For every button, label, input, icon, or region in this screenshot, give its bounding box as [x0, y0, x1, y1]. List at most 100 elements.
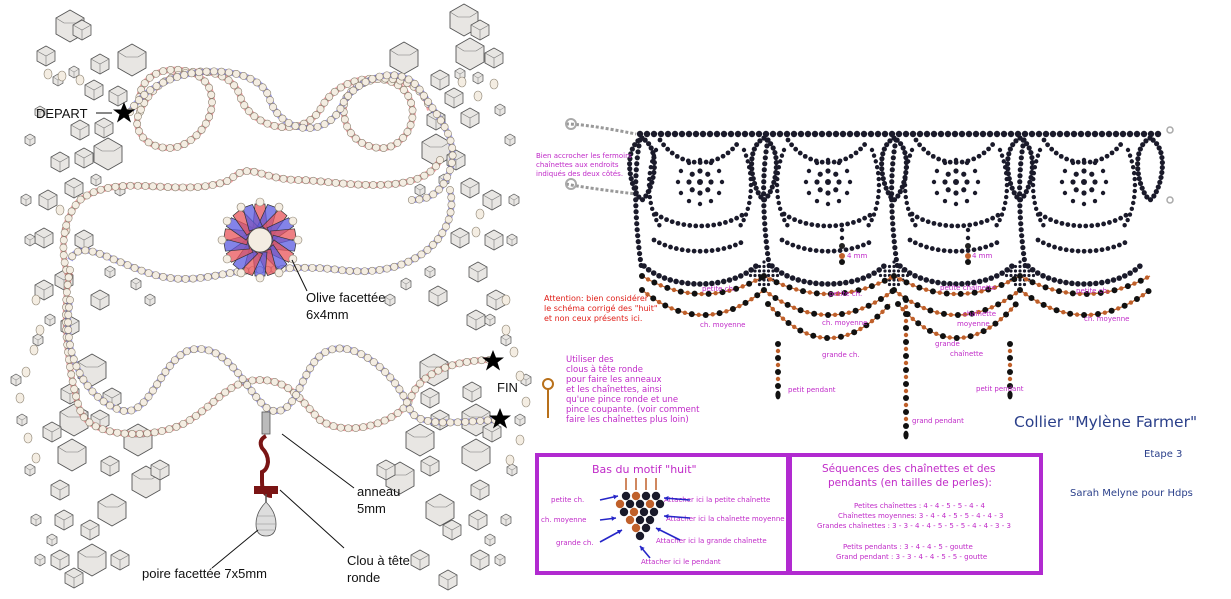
- bead-dot: [715, 247, 721, 253]
- bead-dot: [871, 153, 877, 158]
- thread-bead: [256, 116, 265, 125]
- thread-bead: [145, 73, 154, 82]
- thread-bead: [393, 409, 402, 418]
- bead-dot: [1098, 130, 1106, 138]
- bead-dot: [1017, 173, 1023, 179]
- bead-dot: [858, 146, 863, 152]
- thread-bead: [476, 416, 485, 425]
- bead-dot: [1112, 218, 1118, 223]
- bead-dot: [1070, 130, 1078, 138]
- thread-bead: [309, 176, 318, 185]
- thread-bead: [242, 167, 251, 176]
- bead-dot: [889, 173, 895, 179]
- bead-dot: [1003, 200, 1008, 206]
- bead-dot: [732, 242, 738, 248]
- thread-bead: [72, 392, 80, 401]
- bead-dot: [801, 246, 807, 251]
- thread-bead: [431, 418, 440, 426]
- bead-dot: [1042, 214, 1048, 220]
- thread-bead: [399, 86, 408, 94]
- thread-bead: [159, 67, 168, 76]
- bead-dot: [678, 190, 684, 196]
- bead-dot: [1004, 267, 1010, 273]
- thread-bead: [144, 392, 153, 401]
- bead-dot: [674, 153, 680, 159]
- thread-bead: [406, 121, 415, 129]
- bead-dot: [889, 185, 895, 191]
- bead-dot: [1099, 247, 1105, 253]
- bead-dot: [869, 217, 874, 223]
- thread-bead: [336, 83, 345, 92]
- bead-dot: [917, 275, 924, 281]
- thread-bead: [111, 182, 120, 191]
- bead-dot: [854, 277, 861, 283]
- bead-dot: [678, 168, 684, 174]
- bead-dot: [1017, 167, 1023, 173]
- bead-dot: [664, 217, 669, 223]
- thread-bead: [447, 200, 456, 209]
- thread-bead: [223, 177, 232, 185]
- thread-bead: [198, 407, 206, 416]
- thread-bead: [127, 406, 136, 415]
- bead-dot: [930, 130, 938, 138]
- thread-bead: [339, 179, 348, 188]
- thread-bead: [448, 151, 457, 160]
- bead-dot: [1021, 130, 1029, 138]
- bead-dot: [1109, 150, 1115, 156]
- thread-bead: [413, 174, 422, 183]
- bead-dot: [990, 142, 996, 147]
- thread-bead: [402, 398, 411, 407]
- thread-bead: [355, 81, 364, 90]
- thread-bead: [64, 333, 73, 342]
- bead-dot: [1091, 130, 1099, 138]
- thread-bead: [310, 410, 319, 419]
- bead-dot: [1087, 248, 1093, 254]
- bead-dot: [892, 143, 898, 149]
- thread-bead: [62, 288, 71, 297]
- bead-dot: [999, 153, 1005, 158]
- bead-dot: [1075, 159, 1081, 165]
- bead-dot: [692, 130, 700, 138]
- bead-dot: [837, 248, 843, 253]
- thread-bead: [153, 380, 161, 389]
- bead-dot: [703, 281, 709, 287]
- bead-dot: [797, 219, 803, 225]
- bead-dot: [739, 212, 745, 218]
- bead-dot: [697, 160, 703, 165]
- thread-bead: [192, 411, 200, 420]
- bead-dot: [685, 158, 691, 164]
- thread-bead: [417, 250, 426, 259]
- thread-bead: [440, 123, 449, 131]
- thread-bead: [270, 377, 279, 386]
- bead-dot: [776, 200, 781, 206]
- bead-dot: [942, 179, 948, 185]
- thread-bead: [152, 82, 161, 90]
- bead-dot: [743, 270, 749, 276]
- bead-dot: [891, 239, 897, 245]
- thread-bead: [215, 393, 224, 401]
- bead-dot: [825, 190, 831, 196]
- bead-dot: [876, 267, 882, 273]
- bead-dot: [1020, 250, 1027, 257]
- bead-dot: [844, 190, 850, 196]
- thread-bead: [152, 69, 161, 78]
- bead-dot: [971, 279, 977, 286]
- bead-dot: [815, 223, 821, 228]
- bead-dot: [1018, 227, 1024, 233]
- bead-dot: [1105, 246, 1111, 251]
- thread-bead: [186, 183, 195, 192]
- bead-dot: [965, 158, 971, 164]
- bead-dot: [848, 278, 855, 285]
- thread-bead: [93, 392, 102, 401]
- thread-bead: [407, 392, 416, 400]
- thread-bead: [294, 176, 303, 184]
- thread-bead: [67, 207, 76, 216]
- thread-bead: [123, 261, 132, 270]
- bead-dot: [1004, 188, 1009, 194]
- bead-dot: [776, 130, 784, 138]
- bead-dot: [972, 168, 978, 174]
- bead-dot: [1104, 153, 1110, 159]
- thread-bead: [399, 133, 407, 142]
